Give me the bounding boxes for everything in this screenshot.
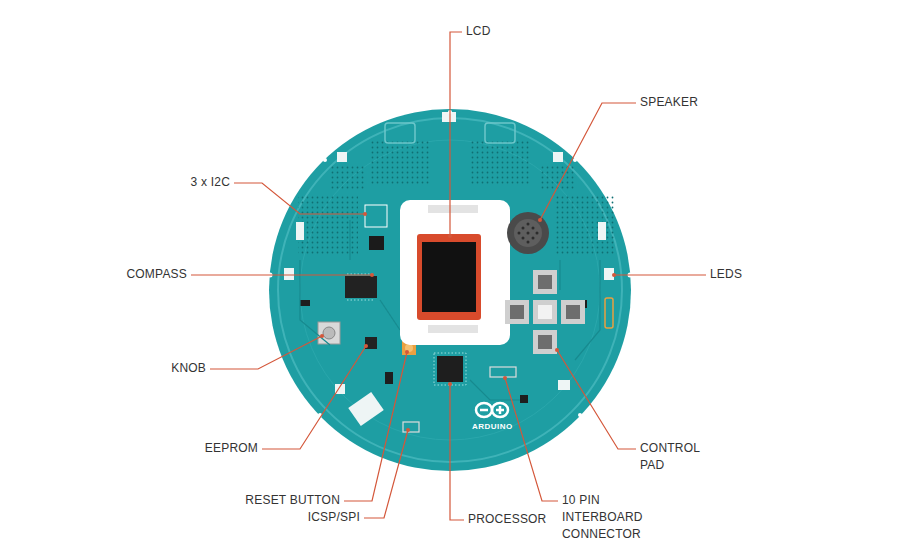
knob-label: KNOB	[171, 360, 206, 377]
lcd-screen	[422, 242, 476, 312]
eeprom-chip	[365, 337, 377, 349]
interboard-connector	[490, 367, 516, 377]
compass-label: COMPASS	[126, 266, 187, 283]
processor-chip	[437, 356, 463, 382]
icsp-header	[403, 422, 419, 432]
logo-text: ARDUINO	[472, 422, 513, 431]
leds-label: LEDS	[710, 266, 742, 283]
connector-label: 10 PIN INTERBOARD CONNECTOR	[562, 492, 652, 543]
speaker-label: SPEAKER	[640, 94, 698, 111]
lcd-label: LCD	[466, 23, 491, 40]
lcd-module	[400, 200, 510, 345]
prototype-area	[298, 195, 358, 255]
reset-button-label: RESET BUTTON	[245, 492, 340, 509]
leader-lines	[191, 32, 706, 520]
speaker	[507, 212, 549, 254]
control-pad	[505, 270, 585, 354]
leds	[605, 298, 613, 328]
compass-chip	[345, 276, 377, 298]
i2c-label: 3 x I2C	[191, 174, 230, 191]
icsp-label: ICSP/SPI	[308, 509, 360, 526]
eeprom-label: EEPROM	[205, 440, 258, 457]
prototype-area	[555, 195, 615, 255]
lcd-screen-frame	[417, 234, 481, 320]
knob	[318, 322, 340, 344]
arduino-logo	[476, 403, 508, 417]
control-pad-label: CONTROL PAD	[640, 440, 712, 474]
processor-label: PROCESSOR	[468, 511, 546, 528]
